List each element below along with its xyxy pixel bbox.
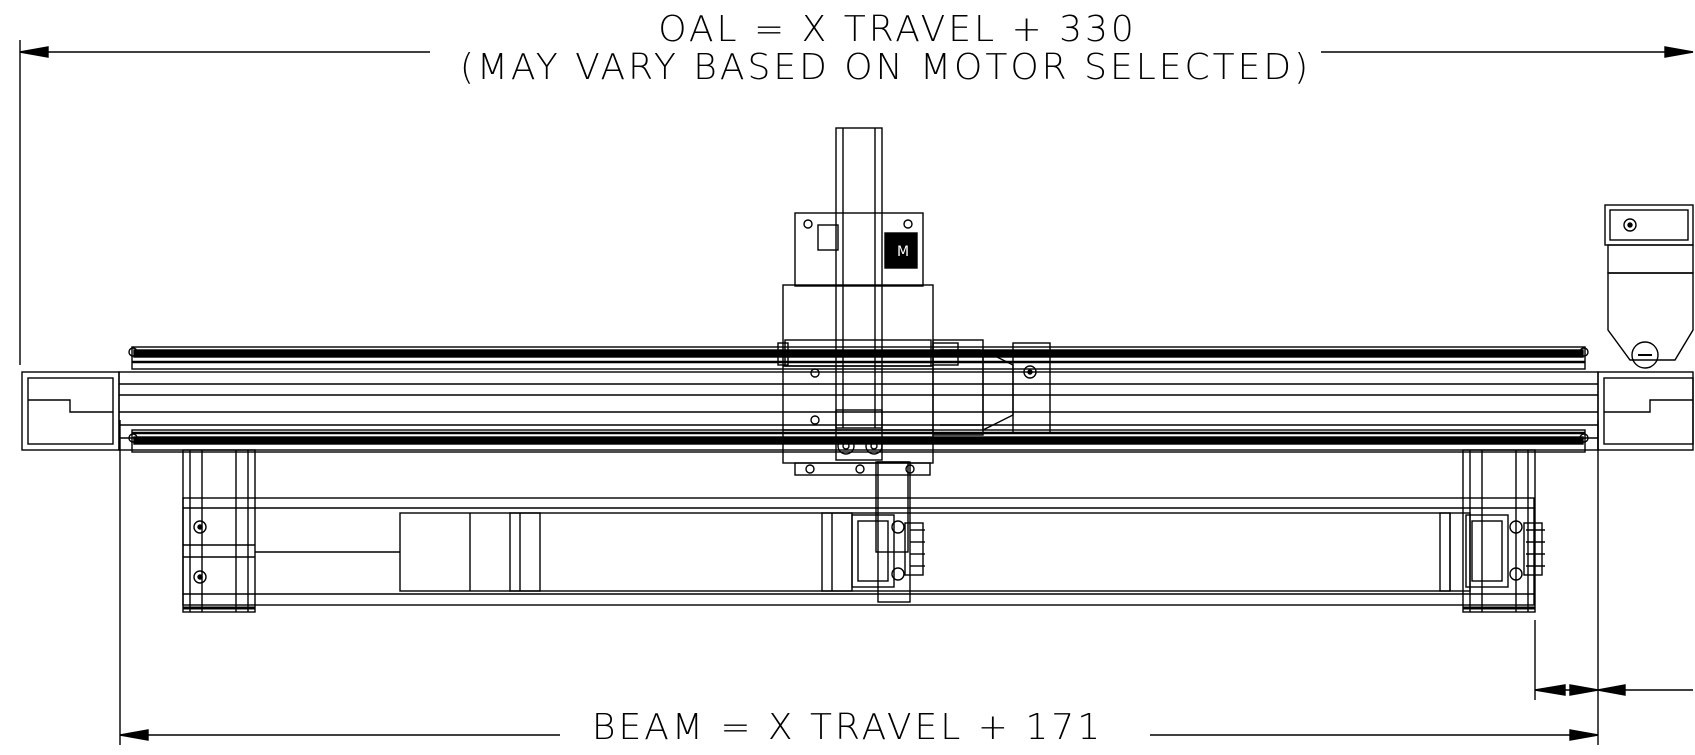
lower-carriage-right bbox=[1465, 514, 1545, 588]
lower-rail bbox=[128, 429, 1589, 453]
right-end-cap bbox=[1597, 371, 1694, 451]
central-carriage bbox=[777, 284, 959, 476]
beam-dimension-label: BEAM = X TRAVEL + 171 bbox=[0, 707, 1695, 748]
oal-line2-text: (MAY VARY BASED ON MOTOR SELECTED) bbox=[449, 47, 1322, 88]
right-motor bbox=[1604, 204, 1694, 369]
beam-label-text: BEAM = X TRAVEL + 171 bbox=[581, 707, 1114, 748]
left-end-cap bbox=[21, 371, 120, 451]
svg-text:M: M bbox=[897, 244, 909, 260]
lower-frame bbox=[182, 449, 1536, 613]
oal-dimension-label: OAL = X TRAVEL + 330 bbox=[50, 9, 1695, 50]
upper-rail bbox=[128, 346, 1589, 370]
oal-dimension-note: (MAY VARY BASED ON MOTOR SELECTED) bbox=[38, 47, 1695, 88]
motor-block: M bbox=[794, 212, 924, 287]
oal-dimension bbox=[19, 40, 1694, 365]
vertical-mast bbox=[835, 127, 909, 553]
lower-carriage-middle bbox=[851, 461, 925, 603]
gearbox-right bbox=[932, 339, 1051, 436]
actuator-body bbox=[399, 512, 1471, 592]
oal-line1-text: OAL = X TRAVEL + 330 bbox=[648, 9, 1147, 50]
beam-dimension bbox=[119, 420, 1599, 745]
offset-dimension bbox=[1534, 620, 1693, 700]
main-beam bbox=[118, 371, 1599, 451]
